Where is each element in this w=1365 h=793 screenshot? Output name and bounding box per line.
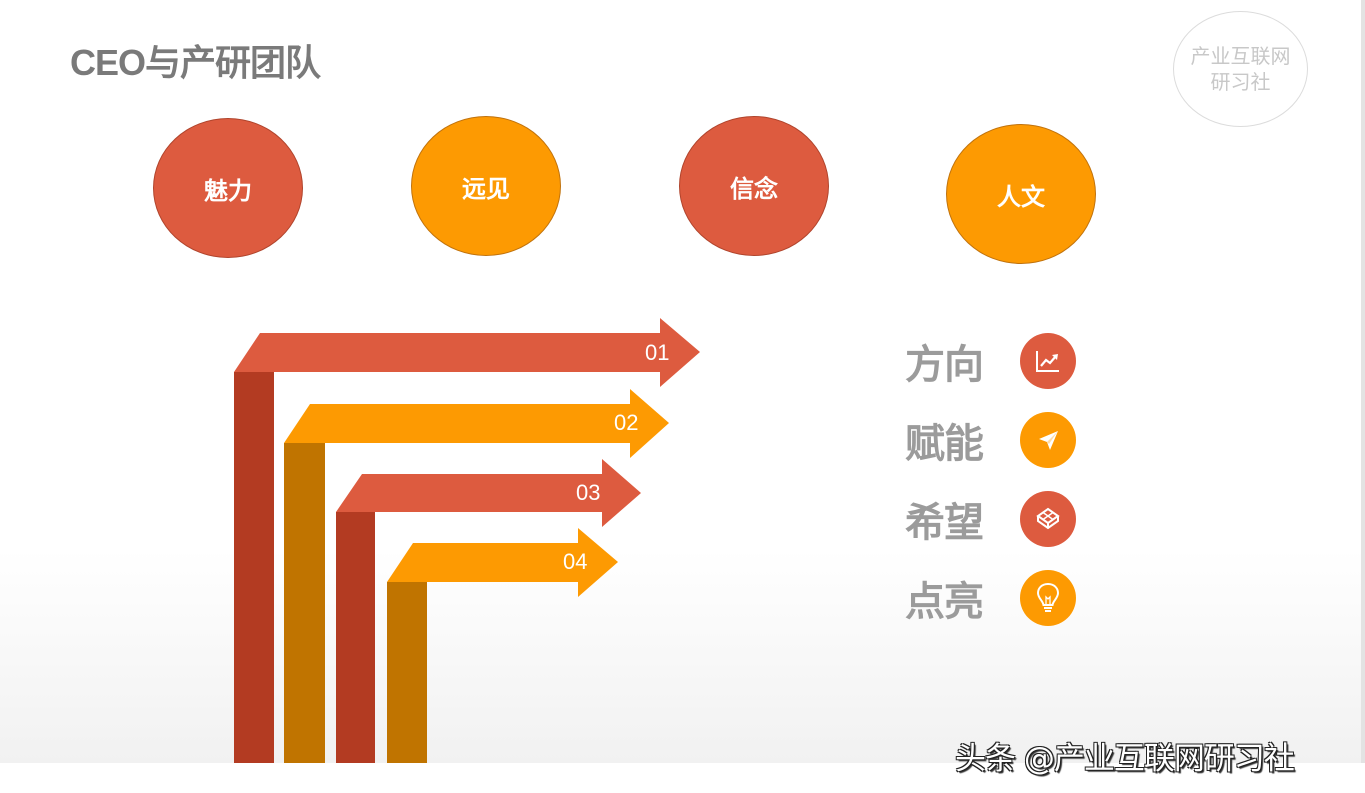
lightbulb-icon (1020, 570, 1076, 626)
quality-circle-charisma: 魅力 (153, 118, 303, 258)
step-arrow-03 (336, 459, 641, 763)
stamp-line-1: 产业互联网 (1190, 44, 1291, 68)
step-arrow-01 (234, 318, 700, 763)
quality-circle-humanity: 人文 (946, 124, 1096, 264)
keyword-item-empower: 赋能 (905, 412, 1076, 468)
quality-label: 人文 (997, 182, 1045, 211)
quality-circle-vision: 远见 (411, 116, 561, 256)
step-number-04: 04 (563, 549, 588, 574)
step-number-02: 02 (614, 410, 639, 435)
trend-chart-icon (1020, 333, 1076, 389)
page-title: CEO与产研团队 (70, 42, 321, 83)
quality-label: 魅力 (204, 176, 252, 205)
step-number-03: 03 (576, 480, 601, 505)
stamp-line-2: 研习社 (1210, 70, 1271, 94)
paper-plane-icon (1020, 412, 1076, 468)
keyword-label: 点亮 (905, 579, 984, 625)
keyword-label: 方向 (905, 342, 984, 388)
cube-box-icon (1020, 491, 1076, 547)
quality-label: 远见 (462, 174, 510, 203)
keyword-label: 希望 (905, 500, 984, 546)
logo-stamp: 产业互联网 研习社 (1173, 11, 1308, 127)
keyword-item-hope: 希望 (905, 491, 1076, 547)
quality-label: 信念 (730, 174, 778, 203)
keyword-label: 赋能 (905, 421, 984, 467)
step-arrow-04 (387, 528, 618, 763)
step-number-01: 01 (645, 340, 670, 365)
slide-edge-strip (1361, 0, 1365, 763)
source-watermark: 头条 @产业互联网研习社 (955, 741, 1295, 777)
keyword-item-direction: 方向 (905, 333, 1076, 389)
quality-circle-belief: 信念 (679, 116, 829, 256)
keyword-item-illuminate: 点亮 (905, 570, 1076, 626)
step-arrow-02 (284, 389, 669, 763)
